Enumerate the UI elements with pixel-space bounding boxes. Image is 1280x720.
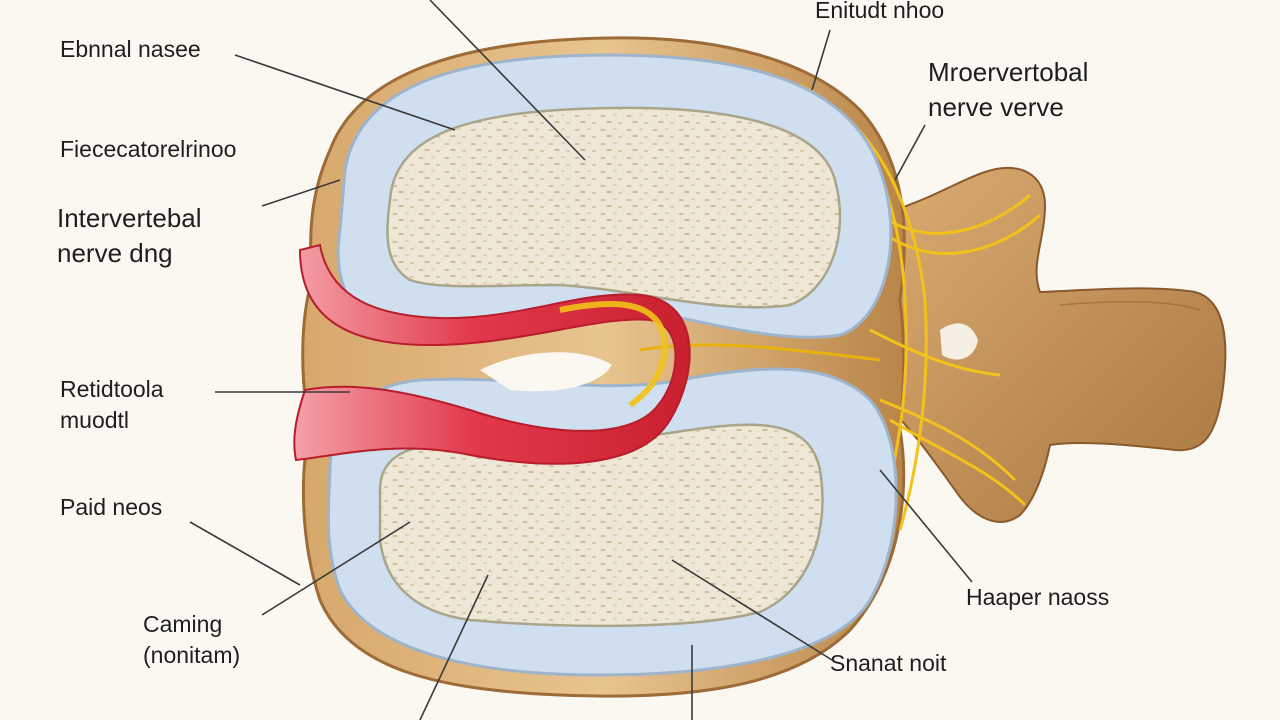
leader-intervertebal xyxy=(261,179,341,207)
spinous-process xyxy=(879,166,1227,523)
leader-enitudt xyxy=(811,29,831,91)
label-enitudt-nhoo: Enitudt nhoo xyxy=(815,0,945,23)
label-haaper-naoss: Haaper naoss xyxy=(966,584,1110,610)
leader-top xyxy=(429,0,586,161)
label-ebnnal-nasee: Ebnnal nasee xyxy=(60,36,201,62)
leader-bottom-left xyxy=(419,574,489,720)
label-caming: Caming (nonitam) xyxy=(143,609,240,671)
label-retidtoola: Retidtoola muodtl xyxy=(60,374,164,436)
label-intervertebal-line1: Intervertebal xyxy=(57,203,202,233)
label-mroervertobal-line2: nerve verve xyxy=(928,92,1064,122)
upper-disc xyxy=(336,53,893,339)
leader-lines xyxy=(189,0,973,720)
leader-caming xyxy=(261,521,411,616)
label-snanat-noit: Snanat noit xyxy=(830,650,947,676)
label-retidtoola-line2: muodtl xyxy=(60,407,130,433)
herniated-nerve xyxy=(293,243,691,465)
label-intervertebal-line2: nerve dng xyxy=(57,238,173,268)
leader-ebnnal xyxy=(234,54,456,131)
label-intervertebal: Intervertebal nerve dng xyxy=(57,201,202,271)
leader-haaper xyxy=(879,469,973,583)
leader-snanat xyxy=(671,559,833,661)
label-mroervertobal: Mroervertobal nerve verve xyxy=(928,55,1088,125)
label-mroervertobal-line1: Mroervertobal xyxy=(928,57,1089,87)
leader-mroervertobal xyxy=(894,124,926,181)
label-paid-neos: Paid neos xyxy=(60,494,163,520)
label-caming-line2: (nonitam) xyxy=(143,642,241,668)
label-caming-line1: Caming xyxy=(143,611,223,637)
leader-paid xyxy=(189,521,301,586)
label-fiececatorelrinoo: Fiececatorelrinoo xyxy=(60,136,237,162)
label-retidtoola-line1: Retidtoola xyxy=(60,376,164,402)
